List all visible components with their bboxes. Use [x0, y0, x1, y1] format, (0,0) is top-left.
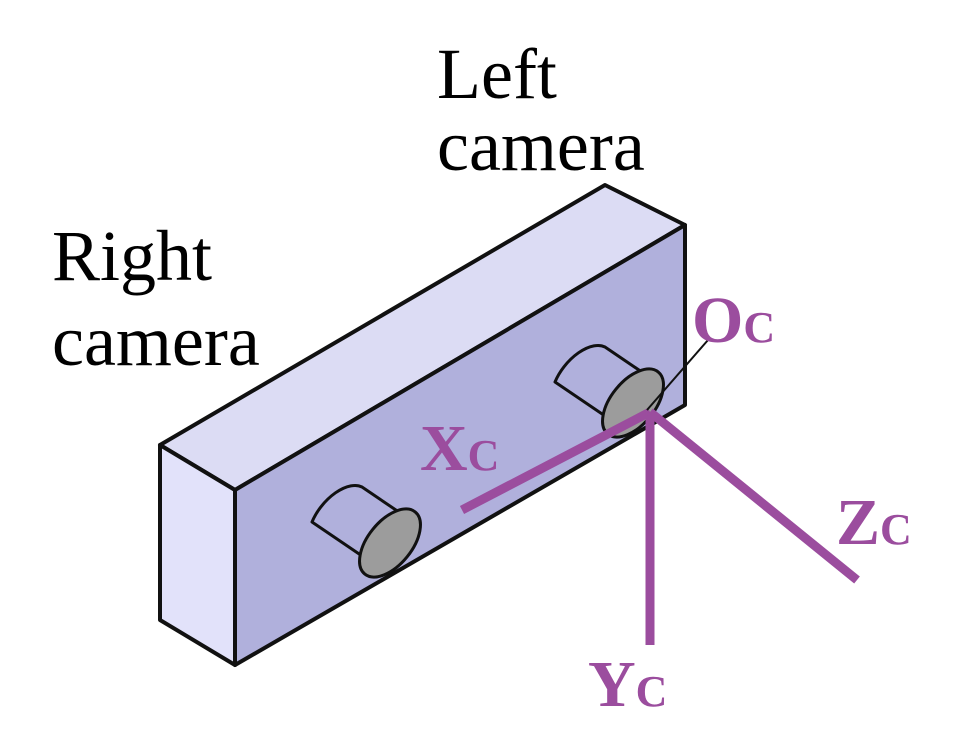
z-axis-label-sub: C [880, 505, 912, 554]
x-axis-label: XC [420, 412, 499, 485]
x-axis-line [459, 408, 653, 514]
camera-body [158, 183, 687, 667]
origin-label-main: O [692, 284, 743, 357]
y-axis-label: YC [588, 648, 667, 721]
body-front-face [233, 223, 687, 667]
z-axis-line [647, 408, 860, 584]
right-camera-label-line1: Right [52, 216, 212, 296]
origin-leader-line [646, 339, 709, 411]
x-axis-label-sub: C [468, 431, 500, 480]
left-camera-label-line2: camera [437, 106, 645, 186]
y-axis-label-sub: C [636, 667, 668, 716]
right-camera-label-line2: camera [52, 301, 260, 381]
z-axis-label-main: Z [836, 486, 880, 559]
left-camera-label-line1: Left [437, 34, 557, 114]
y-axis-label-main: Y [588, 648, 636, 721]
x-axis-label-main: X [420, 412, 468, 485]
origin-label-sub: C [743, 303, 775, 352]
right-lens-glass [358, 507, 422, 579]
camera-axes [459, 339, 860, 645]
origin-label: OC [692, 284, 775, 357]
right-camera-lens [310, 483, 422, 579]
z-axis-label: ZC [836, 486, 912, 559]
